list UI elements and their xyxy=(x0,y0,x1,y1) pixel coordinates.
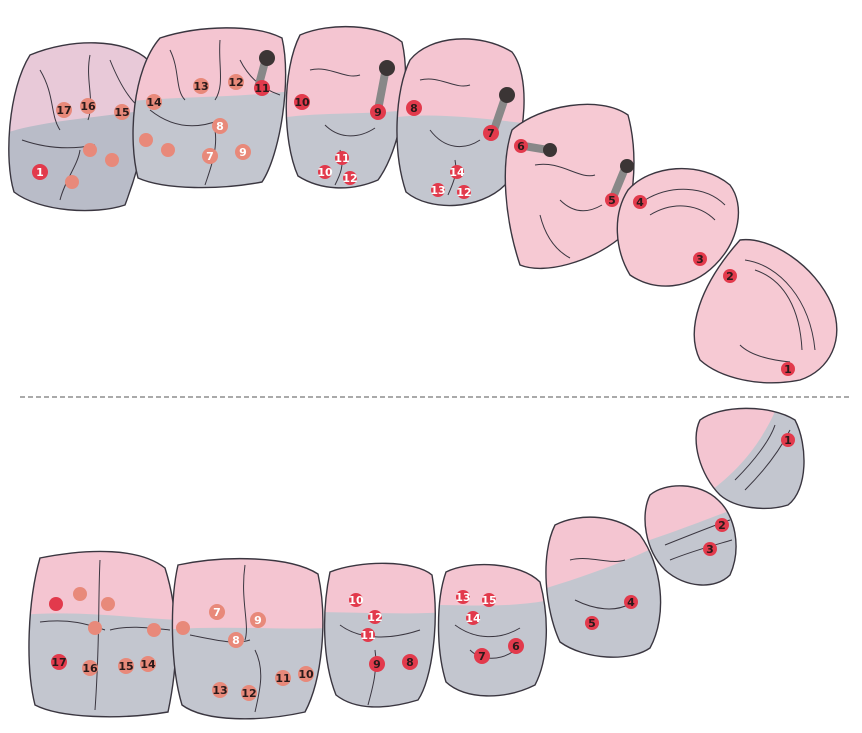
marker-label: 16 xyxy=(80,100,96,113)
marker-label: 2 xyxy=(718,519,726,532)
lower-arch: 17 16 15 14 7 9 8 13 12 11 10 xyxy=(20,400,815,730)
lower-molar-2: 7 9 8 13 12 11 10 xyxy=(160,545,330,730)
marker-label: 17 xyxy=(56,104,71,117)
marker-label: 7 xyxy=(206,150,214,163)
marker-dot xyxy=(65,175,79,189)
marker-label: 9 xyxy=(373,658,381,671)
upper-molar-2: 14 13 12 11 8 7 9 xyxy=(120,20,300,200)
marker-label: 16 xyxy=(82,662,98,675)
marker-dot xyxy=(139,133,153,147)
marker-label: 10 xyxy=(317,166,333,179)
upper-canine: 6 5 xyxy=(505,104,634,268)
marker-label: 6 xyxy=(517,140,525,153)
marker-label: 12 xyxy=(456,186,471,199)
marker-label: 14 xyxy=(449,166,465,179)
marker-label: 12 xyxy=(367,611,382,624)
implant-marker xyxy=(259,50,275,66)
implant-marker xyxy=(499,87,515,103)
implant-marker xyxy=(379,60,395,76)
marker-label: 9 xyxy=(374,106,382,119)
marker-dot xyxy=(147,623,161,637)
marker-label: 5 xyxy=(608,194,616,207)
marker-label: 13 xyxy=(430,184,445,197)
marker-label: 7 xyxy=(487,127,495,140)
marker-label: 13 xyxy=(193,80,208,93)
marker-label: 8 xyxy=(216,120,224,133)
marker-label: 14 xyxy=(465,612,481,625)
upper-arch: 17 16 15 1 14 13 12 11 8 7 9 xyxy=(0,20,837,383)
marker-label: 14 xyxy=(146,96,162,109)
marker-label: 1 xyxy=(36,166,44,179)
marker-label: 10 xyxy=(298,668,314,681)
marker-label: 9 xyxy=(254,614,262,627)
marker-label: 11 xyxy=(334,152,349,165)
marker-dot xyxy=(88,621,102,635)
marker-dot xyxy=(161,143,175,157)
marker-label: 12 xyxy=(342,172,357,185)
marker-label: 13 xyxy=(212,684,227,697)
marker-label: 9 xyxy=(239,146,247,159)
marker-label: 1 xyxy=(784,434,792,447)
marker-label: 15 xyxy=(114,106,129,119)
marker-label: 14 xyxy=(140,658,156,671)
marker-label: 11 xyxy=(254,82,269,95)
marker-label: 3 xyxy=(696,253,704,266)
marker-dot xyxy=(105,153,119,167)
marker-label: 13 xyxy=(455,591,470,604)
marker-dot xyxy=(101,597,115,611)
marker-dot xyxy=(49,597,63,611)
marker-label: 7 xyxy=(478,650,486,663)
marker-label: 5 xyxy=(588,617,596,630)
lower-premolar-2: 13 15 14 7 6 xyxy=(430,555,550,705)
marker-label: 2 xyxy=(726,270,734,283)
marker-label: 12 xyxy=(241,687,256,700)
marker-label: 15 xyxy=(481,594,496,607)
marker-dot xyxy=(176,621,190,635)
lower-premolar-1: 10 12 11 9 8 xyxy=(310,550,450,720)
marker-label: 10 xyxy=(348,594,364,607)
marker-label: 3 xyxy=(706,543,714,556)
marker-label: 12 xyxy=(228,76,243,89)
marker-label: 1 xyxy=(784,363,792,376)
marker-label: 8 xyxy=(406,656,414,669)
marker-label: 11 xyxy=(360,629,375,642)
marker-label: 17 xyxy=(51,656,66,669)
marker-label: 11 xyxy=(275,672,290,685)
marker-label: 10 xyxy=(294,96,310,109)
upper-premolar-1: 10 9 11 10 12 xyxy=(280,20,410,200)
marker-label: 6 xyxy=(512,640,520,653)
marker-dot xyxy=(73,587,87,601)
marker-label: 15 xyxy=(118,660,133,673)
marker-label: 4 xyxy=(636,196,644,209)
lower-molar-1: 17 16 15 14 xyxy=(20,540,180,730)
marker-label: 8 xyxy=(232,634,240,647)
marker-dot xyxy=(83,143,97,157)
implant-marker xyxy=(620,159,634,173)
implant-marker xyxy=(543,143,557,157)
marker-label: 8 xyxy=(410,102,418,115)
marker-label: 4 xyxy=(627,596,635,609)
marker-label: 7 xyxy=(213,606,221,619)
